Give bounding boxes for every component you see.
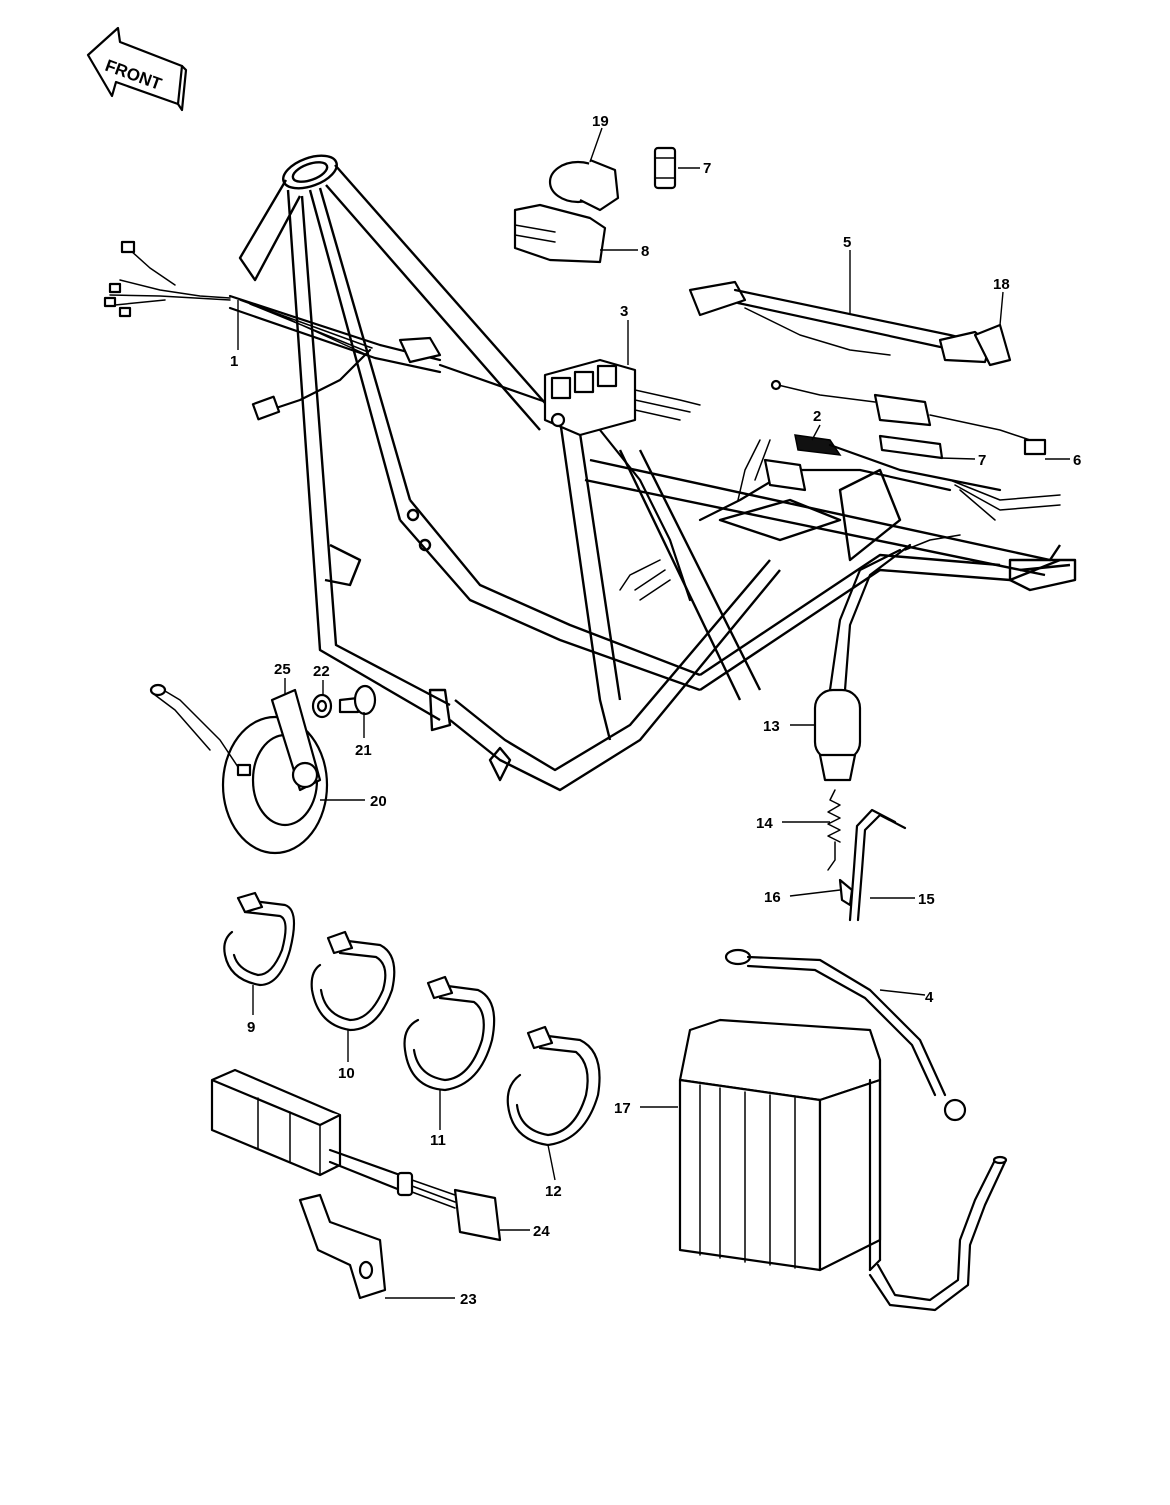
ignition-coil <box>813 534 961 782</box>
callout-23: 23 <box>460 1291 477 1308</box>
fuse-box-cover <box>513 203 607 264</box>
band-11 <box>403 975 496 1092</box>
stop-switch-arm <box>838 808 907 922</box>
band-12 <box>506 1025 601 1147</box>
callout-2: 2 <box>813 408 821 425</box>
callout-24: 24 <box>533 1223 550 1240</box>
horn-washer <box>311 693 333 719</box>
callout-18: 18 <box>993 276 1010 293</box>
callout-22: 22 <box>313 663 330 680</box>
callout-7-upper: 7 <box>703 160 711 177</box>
spring <box>827 789 841 871</box>
callout-15: 15 <box>918 891 935 908</box>
callout-16: 16 <box>764 889 781 906</box>
callout-4: 4 <box>925 989 934 1006</box>
callout-5: 5 <box>843 234 851 251</box>
callout-11: 11 <box>430 1132 446 1149</box>
band-9 <box>223 891 296 987</box>
callout-13: 13 <box>763 718 780 735</box>
callout-19: 19 <box>592 113 609 130</box>
battery <box>678 1018 1008 1312</box>
fuse-upper <box>653 146 677 190</box>
callout-1: 1 <box>230 353 238 370</box>
callout-21: 21 <box>355 742 372 759</box>
callout-9: 9 <box>247 1019 255 1036</box>
callout-25: 25 <box>274 661 291 678</box>
fuse-lower <box>878 434 944 460</box>
igniter-unit <box>210 1068 502 1242</box>
callout-10: 10 <box>338 1065 355 1082</box>
band-10 <box>310 930 396 1032</box>
motorcycle-frame <box>238 154 1077 792</box>
battery-cable <box>724 948 967 1122</box>
leader-lines <box>237 127 1070 1299</box>
callout-6: 6 <box>1073 452 1081 469</box>
callout-14: 14 <box>756 815 773 832</box>
regulator-rectifier <box>543 358 701 437</box>
bracket <box>298 1193 387 1300</box>
callout-12: 12 <box>545 1183 562 1200</box>
sub-harness <box>737 434 1061 521</box>
fuse-holder <box>770 379 1047 456</box>
callout-8: 8 <box>641 243 649 260</box>
front-arrow: FRONT <box>86 26 188 112</box>
wiring-harness <box>103 240 952 602</box>
horn-bolt <box>338 684 377 716</box>
callout-17: 17 <box>614 1100 631 1117</box>
callout-labels: 1 2 3 4 5 6 7 7 8 9 10 11 12 13 14 15 16… <box>230 113 1081 1308</box>
handlebar-switch-housing <box>688 280 1012 367</box>
callout-3: 3 <box>620 303 628 320</box>
horn <box>149 683 329 855</box>
relay <box>548 158 620 212</box>
callout-7-lower: 7 <box>978 452 986 469</box>
callout-20: 20 <box>370 793 387 810</box>
